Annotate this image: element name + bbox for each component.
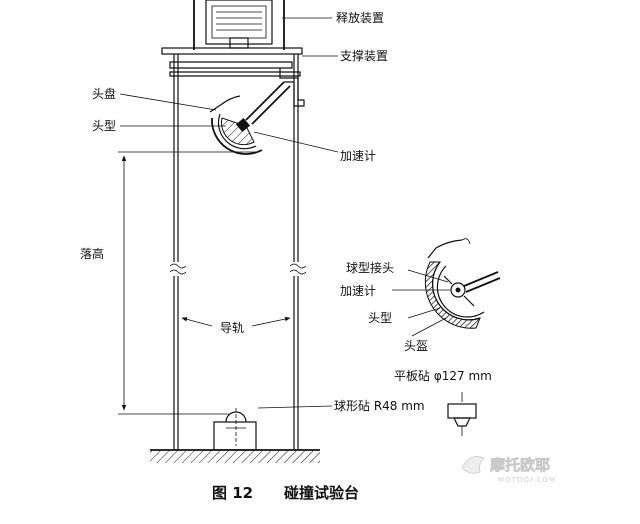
label-drop-height: 落高 bbox=[80, 246, 104, 261]
support-frame bbox=[161, 47, 305, 125]
watermark: 摩托欧耶 MOTOOY.COM bbox=[461, 455, 556, 484]
label-helmet-detail: 头盔 bbox=[404, 338, 428, 353]
ground bbox=[150, 449, 320, 463]
label-guide-rail: 导轨 bbox=[220, 321, 244, 335]
headform-main bbox=[209, 95, 263, 155]
label-headform-detail: 头型 bbox=[368, 311, 392, 325]
watermark-logo-icon bbox=[461, 455, 485, 474]
release-device bbox=[193, 0, 285, 50]
label-accelerometer-detail: 加速计 bbox=[340, 284, 376, 298]
guide-rail-pointers bbox=[181, 316, 291, 327]
watermark-url: MOTOOY.COM bbox=[498, 476, 556, 484]
headform-detail bbox=[424, 238, 501, 329]
label-ball-joint: 球型接头 bbox=[346, 260, 394, 275]
label-release-device: 释放装置 bbox=[336, 10, 384, 25]
leader-lines bbox=[119, 17, 450, 409]
label-headform: 头型 bbox=[92, 119, 116, 133]
label-accelerometer: 加速计 bbox=[340, 149, 376, 163]
drop-height-dimension bbox=[118, 151, 256, 415]
label-support-device: 支撑装置 bbox=[340, 48, 388, 63]
label-flat-anvil: 平板砧 φ127 mm bbox=[394, 369, 492, 383]
figure-number: 图 12 bbox=[212, 484, 253, 502]
guide-rails bbox=[169, 54, 307, 450]
label-hemispherical-anvil: 球形砧 R48 mm bbox=[334, 399, 425, 413]
flat-anvil bbox=[447, 392, 477, 436]
label-headform-top: 头盘 bbox=[92, 86, 116, 101]
watermark-brand: 摩托欧耶 bbox=[490, 456, 550, 474]
figure-title: 碰撞试验台 bbox=[284, 484, 359, 502]
